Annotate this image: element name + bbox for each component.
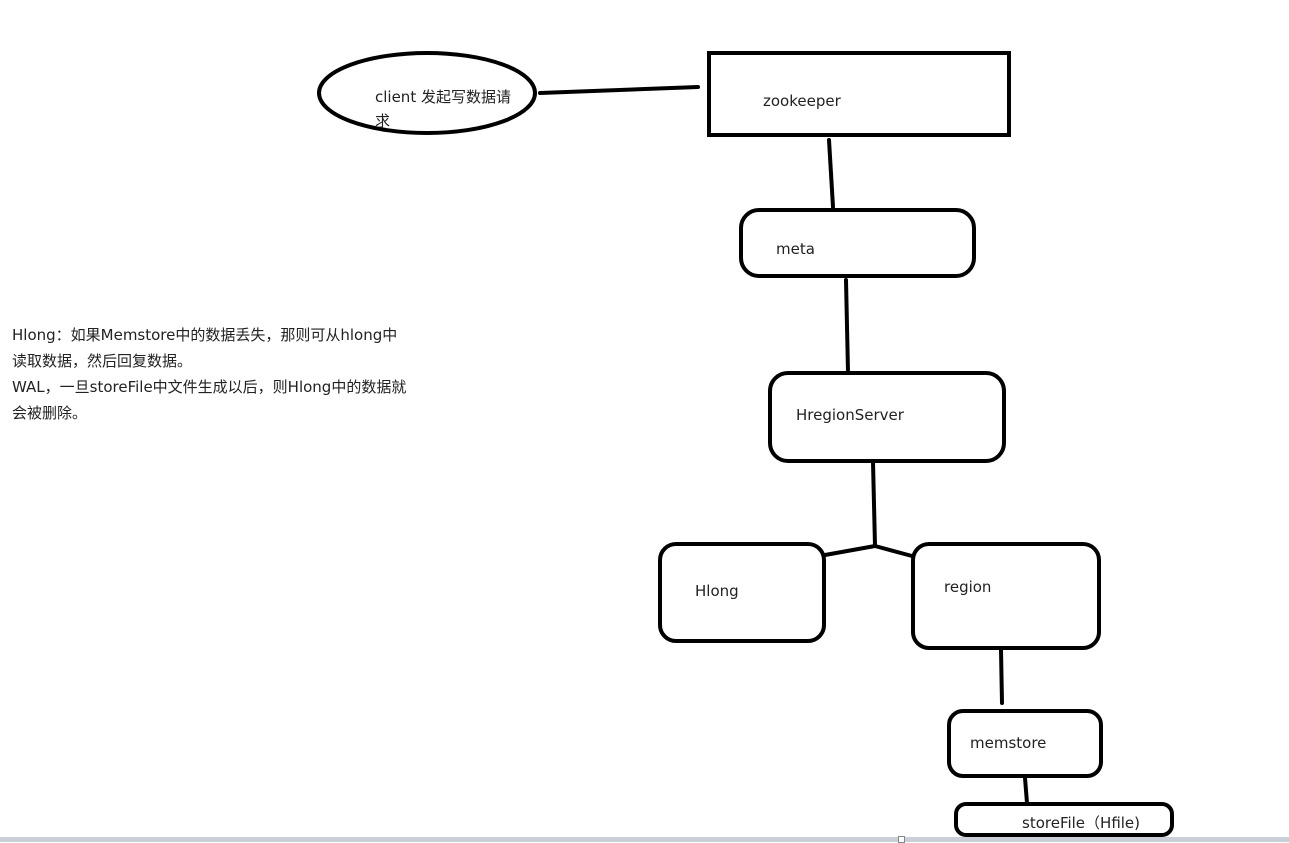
note-line: WAL，一旦storeFile中文件生成以后，则Hlong中的数据就 — [12, 378, 407, 396]
meta-label: meta — [776, 240, 815, 258]
meta-box — [739, 208, 976, 278]
hregionserver-label: HregionServer — [796, 406, 904, 424]
client-label-line2: 求 — [375, 112, 391, 130]
note-line: 读取数据，然后回复数据。 — [12, 352, 193, 370]
edge-to-hlong — [823, 544, 877, 557]
client-label-line1: client 发起写数据请 — [375, 88, 511, 106]
zookeeper-label: zookeeper — [763, 92, 841, 110]
edge-hregionserver-children — [871, 460, 877, 548]
hlong-label: Hlong — [695, 582, 739, 600]
storefile-label: storeFile（Hfile) — [1022, 814, 1141, 832]
edge-to-region — [873, 544, 914, 558]
region-label: region — [944, 578, 992, 596]
memstore-label: memstore — [970, 734, 1047, 752]
client-ellipse — [317, 51, 537, 135]
note-line: Hlong：如果Memstore中的数据丢失，那则可从hlong中 — [12, 326, 398, 344]
edge-zookeeper-meta — [827, 138, 835, 209]
storefile-box — [954, 802, 1174, 837]
edge-meta-hregionserver — [844, 278, 850, 374]
explanation-note: Hlong：如果Memstore中的数据丢失，那则可从hlong中 读取数据，然… — [12, 322, 412, 426]
hregionserver-box — [768, 371, 1006, 463]
region-box — [911, 542, 1101, 650]
note-line: 会被删除。 — [12, 404, 88, 422]
zookeeper-box — [707, 51, 1011, 137]
hlong-box — [658, 542, 826, 643]
edge-client-zookeeper — [538, 85, 700, 95]
canvas-bottom-edge — [0, 837, 1289, 842]
edge-region-memstore — [999, 648, 1004, 705]
edge-memstore-storefile — [1023, 776, 1029, 805]
